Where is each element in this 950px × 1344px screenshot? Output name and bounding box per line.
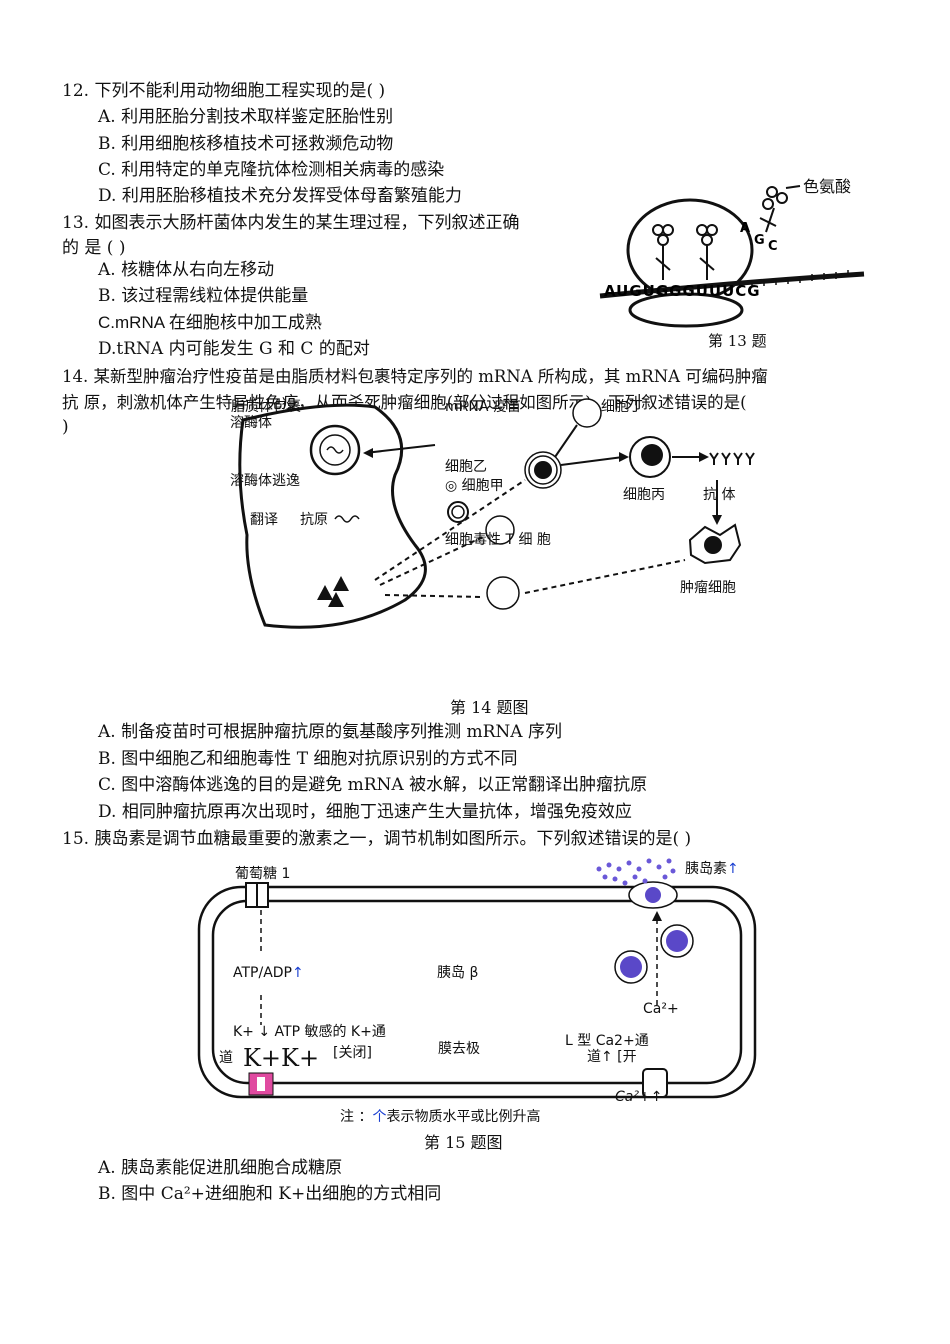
q15-option-a: A. 胰岛素能促进肌细胞合成糖原 [98, 1158, 343, 1178]
label-ca: Ca²+ [643, 1001, 679, 1017]
label-channel: 道 [219, 1050, 233, 1066]
label-atp-adp: ATP/ADP [233, 965, 293, 981]
q13-stem-line2: 的 是 ( ) [62, 238, 126, 258]
atp-up-arrow-icon: ↑ [292, 965, 304, 981]
figure-14-caption: 第 14 题图 [450, 698, 529, 717]
q15-stem: 15. 胰岛素是调节血糖最重要的激素之一，调节机制如图所示。下列叙述错误的是( … [62, 829, 692, 849]
anticodon-c: C [768, 239, 778, 254]
q14-stem-line1: 14. 某新型肿瘤治疗性疫苗是由脂质材料包裹特定序列的 mRNA 所构成，其 m… [62, 367, 768, 386]
label-insulin-group: 胰岛素↑ [685, 861, 739, 877]
label-glucose: 葡萄糖 1 [235, 866, 291, 882]
figure-13-caption: 第 13 题 [708, 332, 767, 350]
q13-option-a: A. 核糖体从右向左移动 [98, 260, 275, 280]
label-vaccine: 脂质体包裹 [231, 399, 301, 415]
antibody-icon [709, 452, 755, 465]
label-k-ions: K+K+ [243, 1044, 320, 1072]
note-text: 表示物质水平或比例升高 [386, 1109, 541, 1125]
immune-diagram [238, 398, 755, 629]
label-cell-jia: ◎ 细胞甲 [445, 478, 504, 494]
label-cytotoxic-t-cell: 细胞毒性 T 细 胞 [445, 532, 551, 548]
label-translate: 翻译 [250, 512, 278, 528]
q13-option-c: C.mRNA 在细胞核中加工成熟 [98, 313, 322, 332]
label-tumor-cell: 肿瘤细胞 [680, 580, 736, 596]
label-cell-bing: 细胞丙 [623, 487, 665, 503]
q14-option-c: C. 图中溶酶体逃逸的目的是避免 mRNA 被水解，以正常翻译出肿瘤抗原 [98, 775, 648, 795]
label-cell-yi: 细胞乙 [445, 459, 487, 475]
q14-option-a: A. 制备疫苗时可根据肿瘤抗原的氨基酸序列推测 mRNA 序列 [98, 722, 562, 742]
figure-13: 色氨酸 A G C AUGUGGGUUUCG 第 13 题 [590, 170, 870, 350]
note-arrow: 个 [372, 1109, 387, 1125]
ribosome-diagram: 色氨酸 A G C AUGUGGGUUUCG [599, 177, 865, 328]
q12-option-d: D. 利用胚胎移植技术充分发挥受体母畜繁殖能力 [98, 186, 462, 206]
label-lysosome: 溶酶体 [230, 415, 272, 431]
incoming-trna-icon [759, 185, 801, 233]
label-katp-channel: K+ ↓ ATP 敏感的 K+通 [233, 1024, 386, 1040]
anticodon-g: G [754, 233, 765, 248]
beta-cell-diagram [197, 858, 757, 1099]
q13-option-b: B. 该过程需线粒体提供能量 [98, 286, 309, 306]
label-l-type-channel: L 型 Ca2+通 [565, 1033, 649, 1049]
label-depolarization: 膜去极 [438, 1041, 480, 1057]
q14-option-d: D. 相同肿瘤抗原再次出现时，细胞丁迅速产生大量抗体，增强免疫效应 [98, 802, 632, 822]
up-arrow-icon: ↑ [727, 861, 739, 877]
label-mrna-vaccine: mRNA 疫苗 [445, 399, 521, 415]
figure-15-caption: 第 15 题图 [424, 1133, 503, 1152]
q13-stem-line1: 13. 如图表示大肠杆菌体内发生的某生理过程，下列叙述正确 [62, 213, 520, 233]
q14-option-b: B. 图中细胞乙和细胞毒性 T 细胞对抗原识别的方式不同 [98, 749, 518, 769]
figure-14: 脂质体包裹 mRNA 疫苗 溶酶体 溶酶体逃逸 翻译 抗原 细胞乙 ◎ 细胞甲 … [225, 395, 775, 655]
amino-acid-label: 色氨酸 [803, 177, 851, 196]
figure-15: 葡萄糖 1 胰岛素↑ ATP/ADP↑ 胰岛 β Ca²+ K+ ↓ ATP 敏… [195, 855, 765, 1125]
q12-stem: 12. 下列不能利用动物细胞工程实现的是( ) [62, 81, 386, 101]
anticodon-a: A [740, 221, 750, 236]
label-antibody: 抗 体 [703, 487, 736, 503]
label-insulin: 胰岛素 [685, 861, 727, 877]
q15-option-b: B. 图中 Ca²+进细胞和 K+出细胞的方式相同 [98, 1184, 442, 1204]
label-antigen: 抗原 [300, 512, 328, 528]
note-prefix: 注 ： [340, 1109, 373, 1125]
label-cell-ding: 细胞丁 [601, 399, 643, 415]
q13-option-d: D.tRNA 内可能发生 G 和 C 的配对 [98, 339, 370, 359]
label-closed: [关闭] [333, 1045, 372, 1061]
mrna-sequence: AUGUGGGUUUCG [604, 282, 761, 300]
label-atp-adp-group: ATP/ADP↑ [233, 965, 304, 981]
q14-stem-line3: ) [62, 417, 69, 437]
q12-option-a: A. 利用胚胎分割技术取样鉴定胚胎性别 [98, 107, 394, 127]
figure-15-note: 注 ：个表示物质水平或比例升高 [340, 1109, 540, 1125]
label-ca-influx: Ca²+↑ [615, 1089, 663, 1105]
q12-option-c: C. 利用特定的单克隆抗体检测相关病毒的感染 [98, 160, 445, 180]
label-lysosome-escape: 溶酶体逃逸 [230, 473, 300, 489]
label-channel-open: 道↑ [开 [587, 1049, 637, 1065]
trna-icon [652, 224, 718, 280]
q12-option-b: B. 利用细胞核移植技术可拯救濒危动物 [98, 134, 394, 154]
label-islet-beta-cell: 胰岛 β [437, 965, 479, 981]
